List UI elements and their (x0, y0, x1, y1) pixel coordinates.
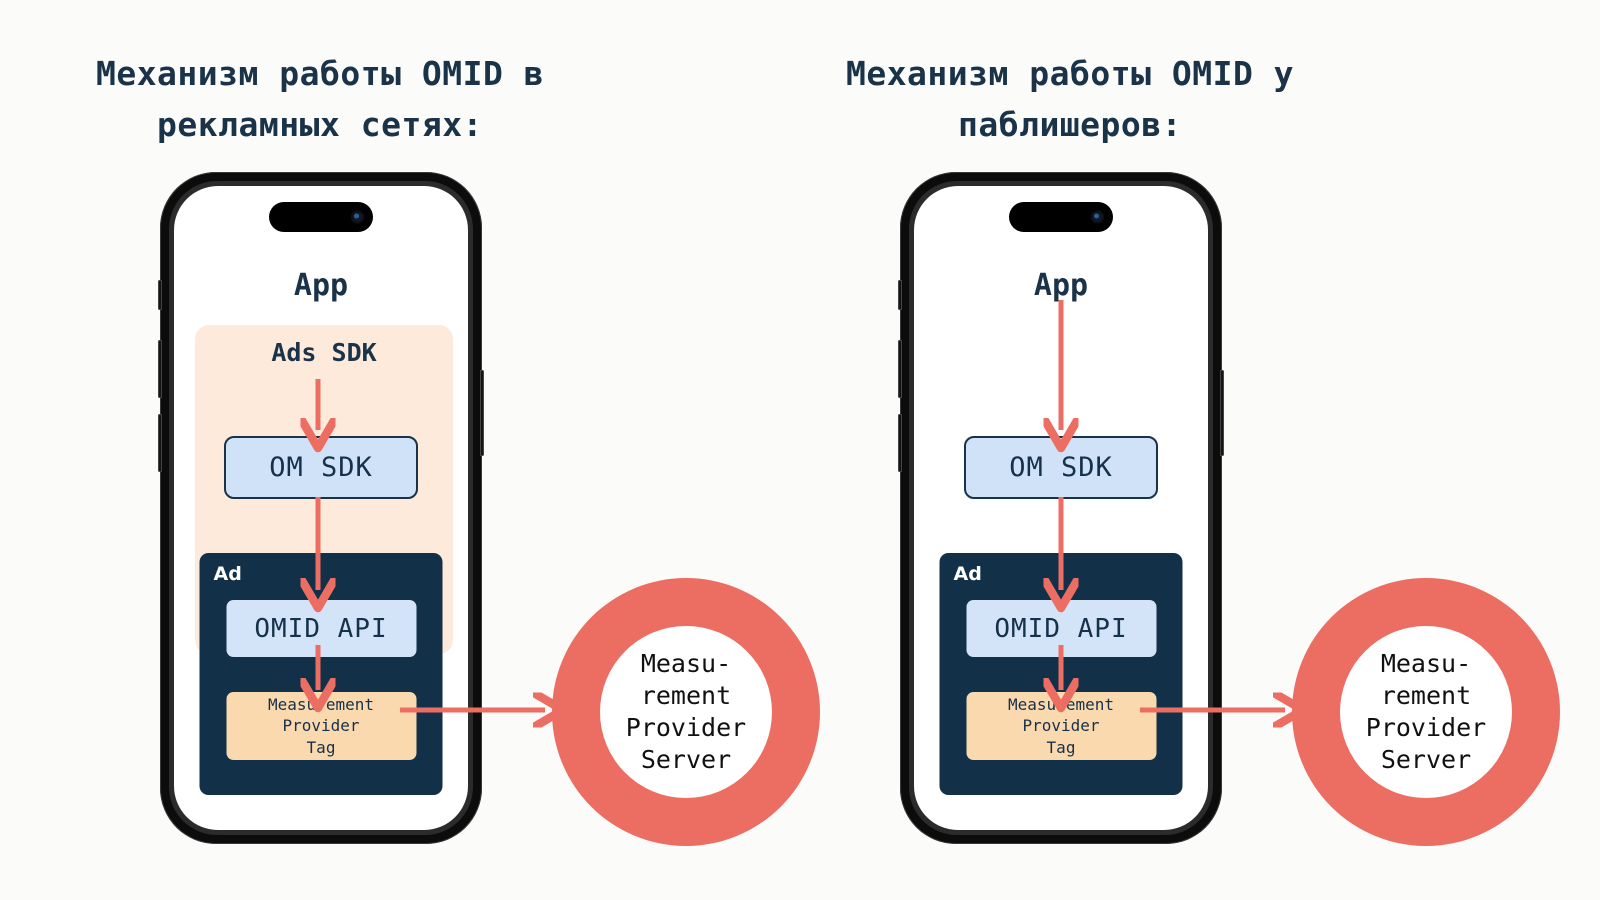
power-button-icon (480, 370, 484, 456)
phone-mockup-right: App OM SDK Ad OMID API Measurement Provi… (898, 172, 1224, 844)
volume-up-button-icon (158, 340, 162, 398)
panel-title-left: Механизм работы OMID в рекламных сетях: (95, 54, 545, 145)
silent-switch-icon (158, 280, 162, 310)
phone-bezel: App Ads SDK OM SDK Ad OMID API Measureme… (169, 181, 473, 835)
panel-title-right: Механизм работы OMID у паблишеров: (845, 54, 1295, 145)
front-camera-icon (351, 210, 364, 224)
measurement-provider-server-left: Measu- rement Provider Server (552, 578, 820, 846)
dynamic-island-icon (269, 202, 373, 232)
phone-screen-left: App Ads SDK OM SDK Ad OMID API Measureme… (174, 186, 468, 830)
front-camera-icon (1091, 210, 1104, 224)
measurement-provider-tag-right: Measurement Provider Tag (966, 692, 1156, 760)
volume-down-button-icon (158, 414, 162, 472)
omid-api-box-left: OMID API (226, 600, 416, 657)
app-label-left: App (293, 268, 349, 303)
volume-down-button-icon (898, 414, 902, 472)
silent-switch-icon (898, 280, 902, 310)
phone-screen-right: App OM SDK Ad OMID API Measurement Provi… (914, 186, 1208, 830)
server-label-right: Measu- rement Provider Server (1340, 626, 1512, 798)
phone-mockup-left: App Ads SDK OM SDK Ad OMID API Measureme… (158, 172, 484, 844)
measurement-provider-server-right: Measu- rement Provider Server (1292, 578, 1560, 846)
dynamic-island-icon (1009, 202, 1113, 232)
ads-sdk-label: Ads SDK (271, 338, 377, 367)
om-sdk-box-left: OM SDK (224, 436, 418, 499)
power-button-icon (1220, 370, 1224, 456)
server-label-left: Measu- rement Provider Server (600, 626, 772, 798)
ad-label-right: Ad (953, 563, 982, 585)
omid-api-box-right: OMID API (966, 600, 1156, 657)
phone-bezel: App OM SDK Ad OMID API Measurement Provi… (909, 181, 1213, 835)
app-label-right: App (1033, 268, 1089, 303)
ad-label-left: Ad (213, 563, 242, 585)
ad-box-left: Ad OMID API Measurement Provider Tag (199, 553, 443, 795)
om-sdk-box-right: OM SDK (964, 436, 1158, 499)
ad-box-right: Ad OMID API Measurement Provider Tag (939, 553, 1183, 795)
volume-up-button-icon (898, 340, 902, 398)
measurement-provider-tag-left: Measurement Provider Tag (226, 692, 416, 760)
